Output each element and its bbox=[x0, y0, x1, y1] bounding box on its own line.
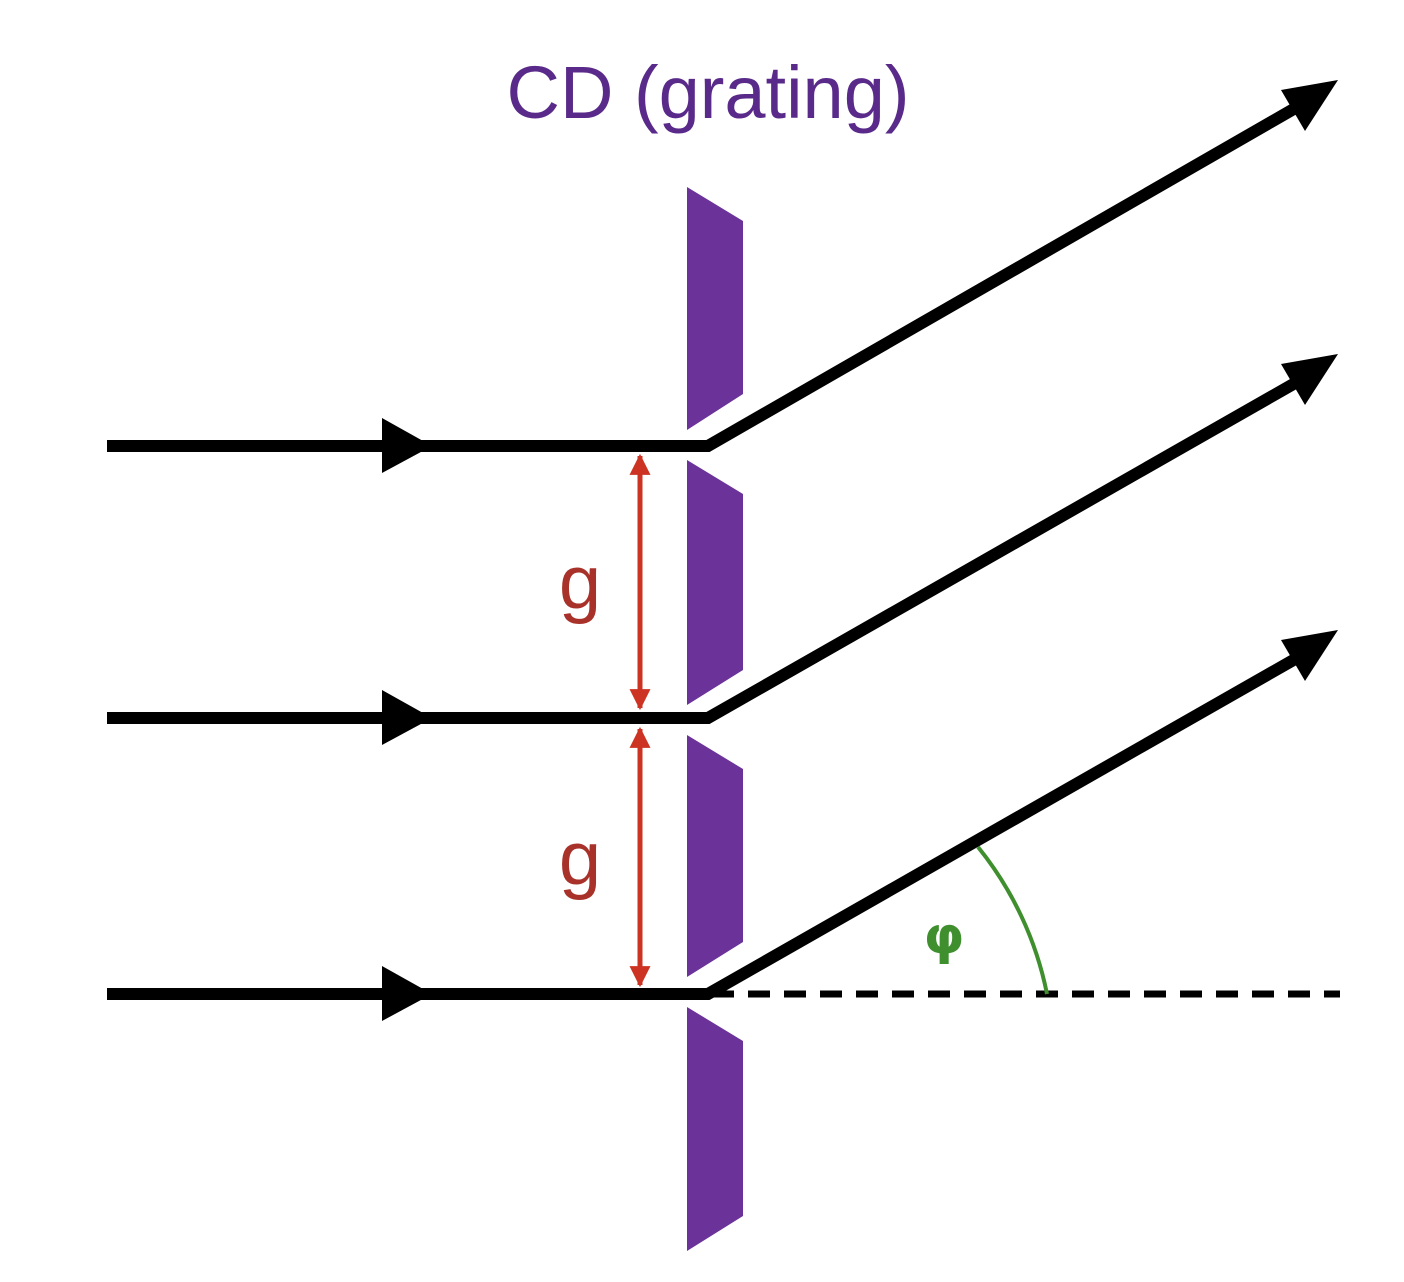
spacing-label-top: g bbox=[559, 540, 601, 625]
triangle-arrowhead-icon bbox=[382, 966, 432, 1021]
ray-top bbox=[107, 89, 1321, 452]
incoming-rays bbox=[107, 89, 1321, 1000]
angle-arc bbox=[976, 845, 1049, 995]
triangle-arrowhead-icon bbox=[382, 690, 432, 745]
grating-segment bbox=[687, 460, 743, 705]
triangle-arrowhead-icon bbox=[382, 418, 432, 473]
grating bbox=[687, 187, 743, 1251]
triangle-arrowhead-icon bbox=[1281, 354, 1338, 405]
incoming-arrowheads bbox=[382, 418, 432, 1021]
grating-segment bbox=[687, 735, 743, 977]
triangle-arrowhead-icon bbox=[1281, 80, 1338, 131]
diagram-title: CD (grating) bbox=[507, 51, 910, 134]
triangle-arrowhead-icon bbox=[1281, 630, 1338, 681]
ray-middle bbox=[107, 364, 1321, 724]
outgoing-arrowheads bbox=[1281, 80, 1338, 681]
angle-label: φ bbox=[924, 906, 965, 966]
ray-bottom bbox=[107, 640, 1321, 1000]
grating-segment bbox=[687, 1007, 743, 1251]
spacing-label-bottom: g bbox=[559, 816, 601, 901]
grating-segment bbox=[687, 187, 743, 430]
